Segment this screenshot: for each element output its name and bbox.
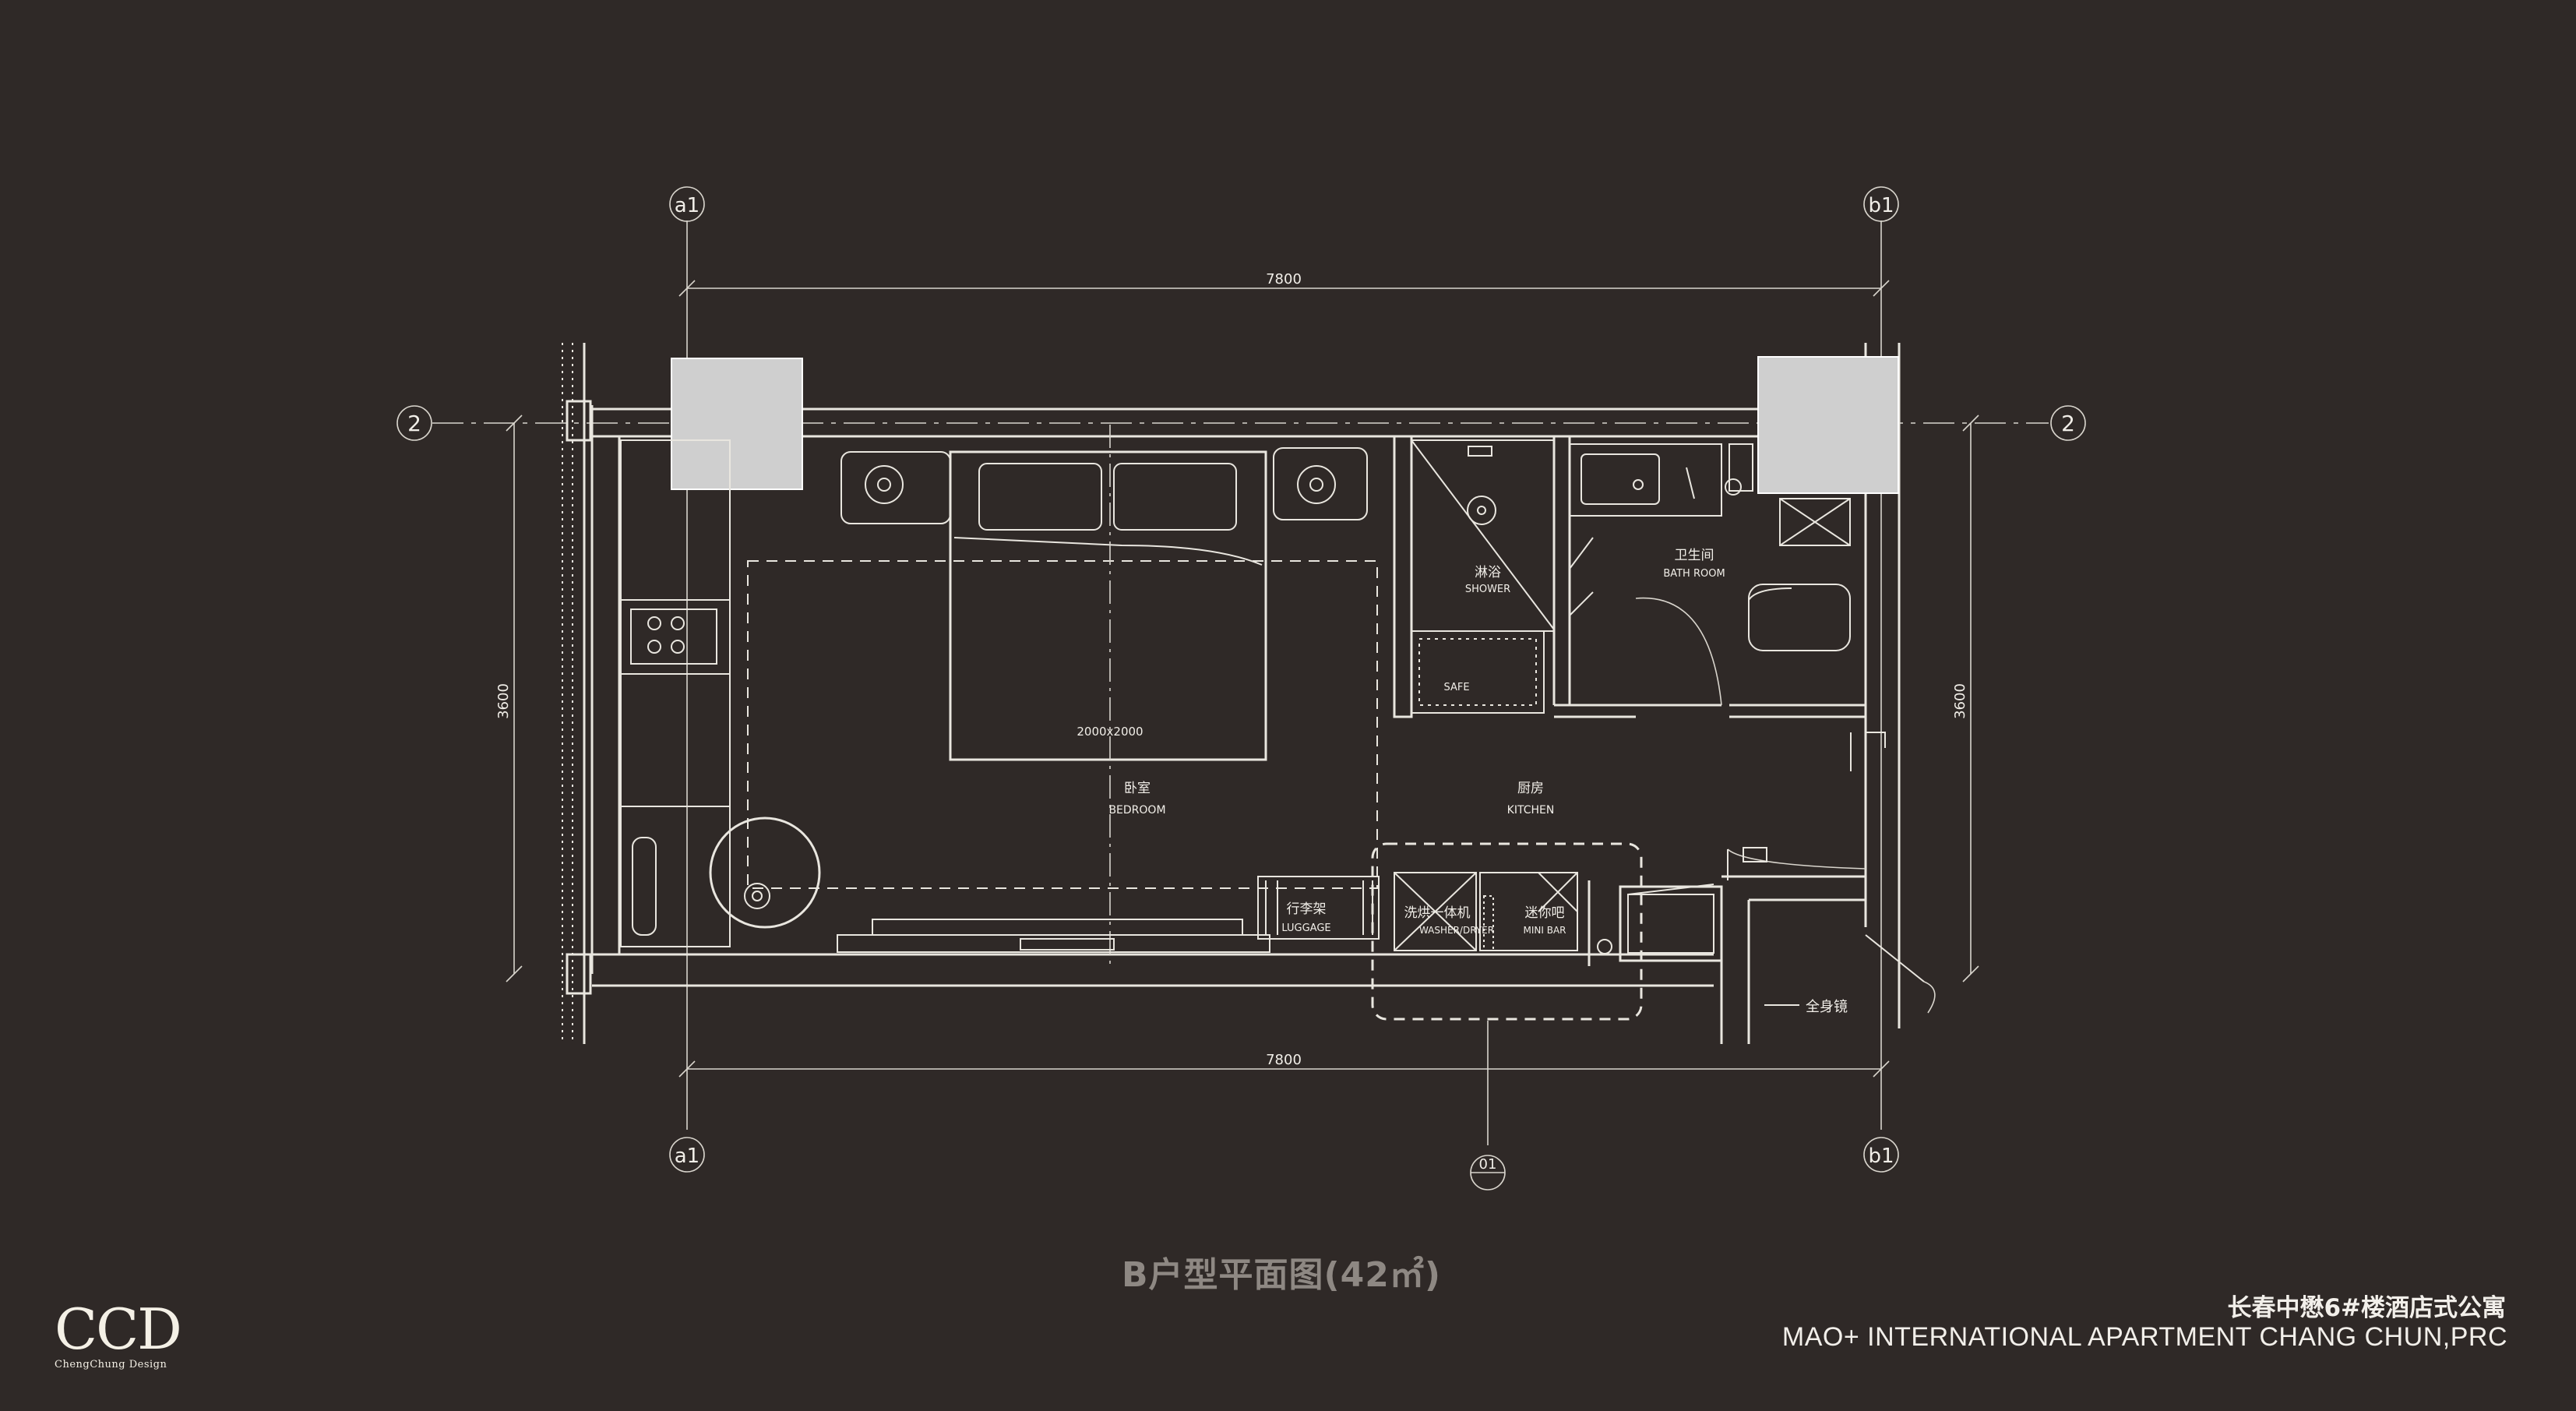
bedroom-label-cn: 卧室 [1124,781,1151,796]
dimension-label: 3600 [1952,683,1968,719]
dimension-right: 3600 [1952,414,1979,982]
safe-label: SAFE [1443,682,1469,693]
kitchen-label-en: KITCHEN [1507,804,1555,817]
dimension-label: 7800 [1266,271,1302,287]
dimension-bottom: 7800 [678,1052,1890,1078]
exterior-walls [592,343,1901,1028]
bed-size-label: 2000x2000 [1077,725,1143,739]
grid-label: 2 [2061,411,2075,436]
section-label: 01 [1479,1156,1497,1173]
column-right [1757,356,1899,494]
section-bubble: 01 [1470,1155,1506,1191]
logo-tagline: ChengChung Design [55,1359,167,1370]
facade-left [562,343,594,1044]
minibar-label-cn: 迷你吧 [1525,905,1565,921]
bath-label-cn: 卫生间 [1675,548,1714,563]
washer-label-en: WASHER/DRYER [1419,925,1494,936]
bathroom: 卫生间 BATH ROOM [1552,436,1866,718]
dimension-left: 3600 [495,414,523,982]
safe-cabinet: SAFE [1411,630,1545,714]
grid-bubble-a1-bottom: a1 [669,1137,705,1173]
kitchen-label-cn: 厨房 [1517,781,1544,796]
washer-label-cn: 洗烘一体机 [1404,905,1471,921]
shower-label-en: SHOWER [1465,584,1510,595]
wardrobe-left [620,439,731,947]
kitchen: 厨房 KITCHEN 洗烘一体机 WASHER/DRYER 迷你吧 MINI B… [1371,781,1723,1021]
grid-bubble-2-right: 2 [2050,405,2086,441]
grid-label: a1 [675,1145,700,1168]
dimension-label: 3600 [495,683,512,719]
bedroom-label-en: BEDROOM [1108,804,1165,817]
luggage-label-cn: 行李架 [1287,901,1327,917]
minibar-label-en: MINI BAR [1523,925,1566,936]
logo-mark: CCD [55,1296,182,1362]
grid-bubble-2-left: 2 [396,405,432,441]
shower: 淋浴 SHOWER [1393,435,1555,718]
grid-bubble-a1-top: a1 [669,186,705,222]
dimension-top: 7800 [678,271,1890,297]
entry: 全身镜 [1720,732,1936,1044]
grid-label: 2 [407,411,421,436]
luggage-label-en: LUGGAGE [1281,922,1330,934]
grid-bubble-b1-top: b1 [1863,186,1899,222]
column-left [671,358,803,490]
project-name-en: MAO+ INTERNATIONAL APARTMENT CHANG CHUN,… [1781,1322,2507,1352]
shower-label-cn: 淋浴 [1475,565,1501,580]
luggage-rack: 行李架 LUGGAGE [1257,876,1380,940]
project-name-cn: 长春中懋6#楼酒店式公寓 [2227,1294,2506,1322]
bath-label-en: BATH ROOM [1663,568,1725,580]
grid-label: b1 [1868,194,1894,217]
ccd-logo: CCD ChengChung Design [55,1296,182,1370]
mirror-label: 全身镜 [1806,999,1848,1015]
grid-label: b1 [1868,1145,1894,1168]
grid-label: a1 [675,194,700,217]
dimension-label: 7800 [1266,1052,1302,1068]
bedroom: 2000x2000 卧室 BEDROOM [709,425,1378,966]
plan-title: B户型平面图(42㎡) [1122,1255,1441,1295]
grid-bubble-b1-bottom: b1 [1863,1137,1899,1173]
